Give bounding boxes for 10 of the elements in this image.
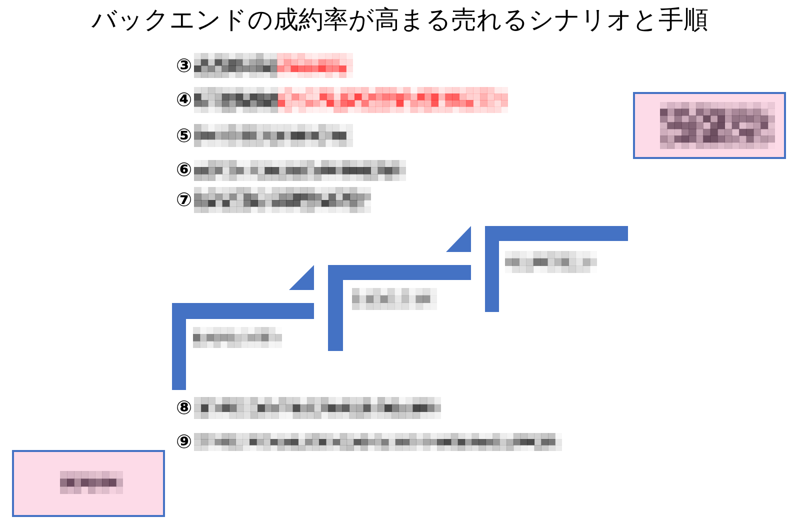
list-number: ④	[176, 89, 192, 111]
note-box	[633, 92, 786, 159]
diagram-title: バックエンドの成約率が高まる売れるシナリオと手順	[92, 5, 708, 35]
list-number: ⑧	[176, 397, 192, 419]
list-number: ⑥	[176, 159, 192, 181]
note-box	[12, 450, 165, 517]
list-number: ⑨	[176, 431, 192, 453]
list-number: ⑤	[176, 124, 192, 146]
list-number: ⑦	[176, 189, 192, 211]
list-number: ③	[176, 54, 192, 76]
